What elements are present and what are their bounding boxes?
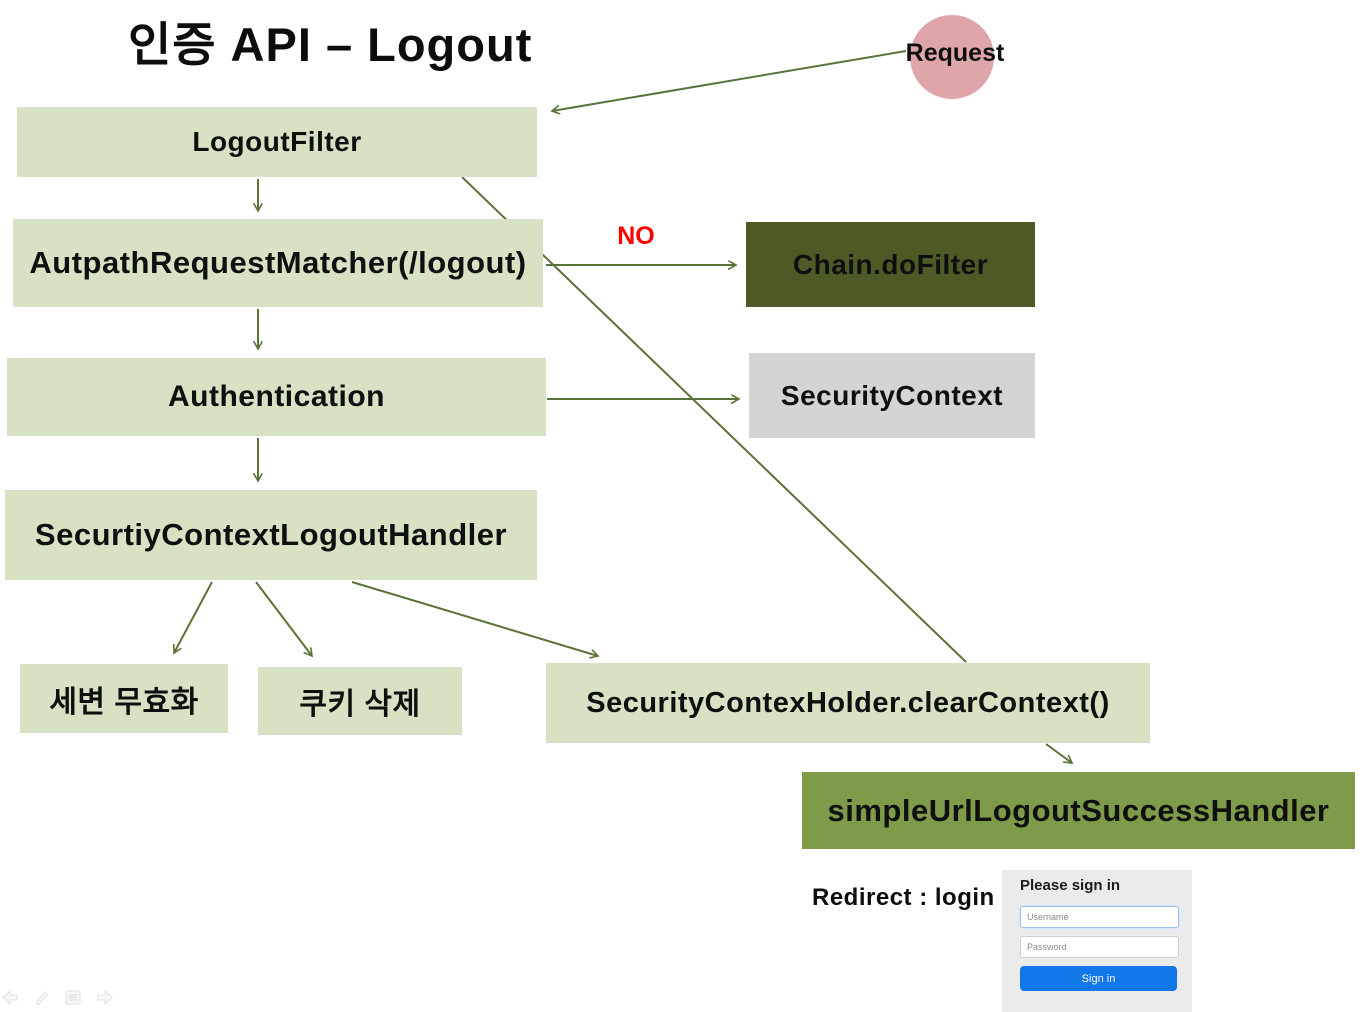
node-simple-url-logout-success-handler: simpleUrlLogoutSuccessHandler — [802, 772, 1355, 849]
page-title: 인증 API – Logout — [128, 18, 533, 71]
node-clear-context: SecurityContexHolder.clearContext() — [546, 663, 1150, 743]
node-security-context: SecurityContext — [749, 353, 1035, 438]
request-node-circle — [910, 15, 994, 99]
node-session-invalidate: 세변 무효화 — [20, 664, 228, 733]
pen-icon[interactable] — [33, 989, 50, 1006]
arrow-clearcontext-to-successhandler — [1045, 743, 1072, 763]
redirect-login-label: Redirect : login — [812, 884, 995, 911]
node-security-context-logout-handler: SecurtiyContextLogoutHandler — [5, 490, 537, 580]
login-form-panel: Please sign in Sign in — [1002, 870, 1192, 1012]
arrow-handler-to-clearcontext — [351, 581, 598, 656]
node-chain-dofilter: Chain.doFilter — [746, 222, 1035, 307]
login-heading: Please sign in — [1020, 877, 1121, 894]
node-logout-filter: LogoutFilter — [17, 107, 537, 177]
arrow-handler-to-session — [174, 581, 213, 653]
sign-in-button[interactable]: Sign in — [1020, 966, 1177, 991]
slide-menu-icon[interactable] — [64, 989, 82, 1006]
back-arrow-icon[interactable] — [2, 989, 19, 1006]
presenter-controls — [2, 989, 113, 1006]
arrow-handler-to-cookie — [255, 581, 312, 656]
username-input[interactable] — [1020, 906, 1179, 928]
node-cookie-delete: 쿠키 삭제 — [258, 667, 462, 735]
node-authentication: Authentication — [7, 358, 546, 436]
line-logoutfilter-to-clearcontext — [461, 176, 967, 663]
node-antpath-request-matcher: AutpathRequestMatcher(/logout) — [13, 219, 543, 307]
no-branch-label: NO — [617, 222, 655, 250]
forward-arrow-icon[interactable] — [96, 989, 113, 1006]
password-input[interactable] — [1020, 936, 1179, 958]
request-node-label: Request — [905, 39, 1005, 67]
arrow-request-to-logoutfilter — [552, 50, 907, 111]
